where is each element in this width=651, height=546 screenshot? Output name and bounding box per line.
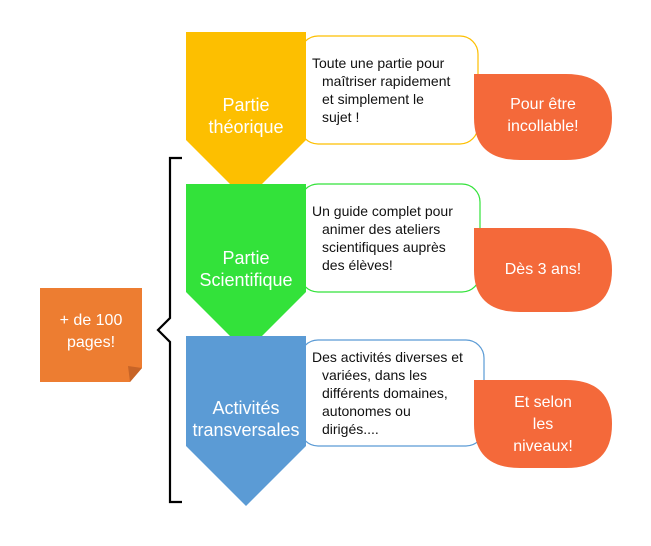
- bubble-text-1: Pour être incollable!: [507, 96, 579, 135]
- label-activites-transversales: Activités transversales: [192, 398, 300, 440]
- bubble-text-2: Dès 3 ans!: [504, 261, 582, 278]
- note-fold: [128, 366, 142, 382]
- note-text: + de 100 pages!: [59, 312, 123, 351]
- note-box: [40, 288, 142, 382]
- desc-text-1: Toute une partie pour maîtriser rapideme…: [312, 55, 451, 125]
- label-partie-scientifique: Partie Scientifique: [199, 248, 293, 290]
- bubble-3: [474, 380, 612, 468]
- label-partie-theorique: Partie théorique: [208, 95, 284, 137]
- bubble-text-3: Et selon les niveaux!: [513, 394, 573, 455]
- curly-brace: [156, 156, 182, 504]
- chevron-partie-theorique: [186, 32, 306, 200]
- chevron-partie-scientifique: [186, 184, 306, 352]
- bubble-2: [474, 228, 612, 312]
- chevron-activites-transversales: [186, 336, 306, 506]
- desc-text-3: Des activités diverses et variées, dans …: [312, 349, 463, 437]
- bubble-1: [474, 74, 612, 160]
- desc-text-2: Un guide complet pour animer des atelier…: [312, 203, 453, 273]
